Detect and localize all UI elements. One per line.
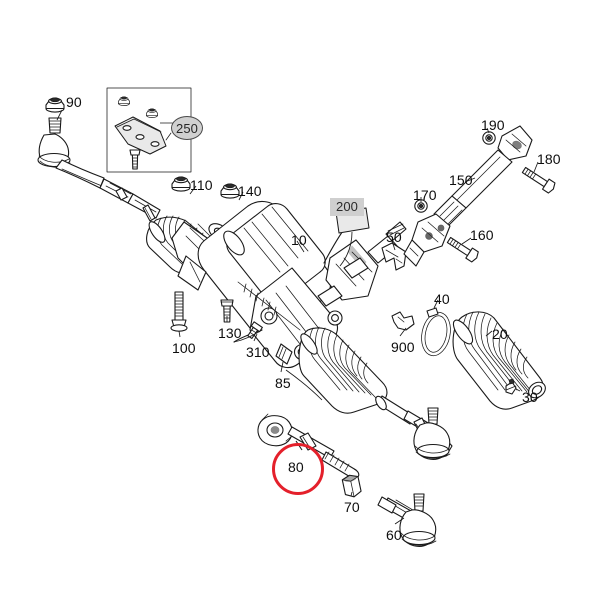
callout-label-310[interactable]: 310 xyxy=(246,344,270,360)
callout-label-90[interactable]: 90 xyxy=(66,94,82,110)
steering-rack-housing xyxy=(171,201,407,369)
boot-clamp-30 xyxy=(505,378,517,395)
lock-nut-70 xyxy=(341,474,362,498)
spacer-85 xyxy=(275,343,293,365)
bolt-160 xyxy=(446,236,479,263)
clip-bracket-50 xyxy=(381,242,407,271)
callout-label-130[interactable]: 130 xyxy=(218,325,242,341)
left-tie-rod-assembly xyxy=(37,97,161,222)
callout-label-50[interactable]: 50 xyxy=(386,229,402,245)
washer-190 xyxy=(482,131,496,145)
bolt-130 xyxy=(220,299,234,323)
callout-label-200[interactable]: 200 xyxy=(330,198,364,216)
leader-lines xyxy=(56,109,539,525)
outer-tie-rod-end-60 xyxy=(377,493,437,547)
callout-label-40[interactable]: 40 xyxy=(434,291,450,307)
long-bolt-100 xyxy=(170,291,188,332)
callout-label-85[interactable]: 85 xyxy=(275,375,291,391)
callout-label-190[interactable]: 190 xyxy=(481,117,505,133)
bolt-180 xyxy=(521,166,556,194)
nut-90 xyxy=(45,97,65,113)
callout-label-10[interactable]: 10 xyxy=(291,232,307,248)
callout-label-100[interactable]: 100 xyxy=(172,340,196,356)
lower-right-tie-rod xyxy=(403,407,453,460)
callout-label-250[interactable]: 250 xyxy=(171,116,203,140)
callout-label-30[interactable]: 30 xyxy=(522,389,538,405)
callout-label-140[interactable]: 140 xyxy=(238,183,262,199)
callout-label-80[interactable]: 80 xyxy=(288,459,304,475)
inset-bolt xyxy=(129,149,141,170)
clamp-ring-40 xyxy=(421,307,451,357)
inner-tie-rod-highlight-ring xyxy=(272,443,324,495)
nut-140 xyxy=(220,183,240,199)
intermediate-shaft-assembly xyxy=(403,125,533,267)
callout-label-150[interactable]: 150 xyxy=(449,172,473,188)
bracket-clip-900 xyxy=(391,311,415,331)
callout-label-110[interactable]: 110 xyxy=(190,177,213,193)
nut-110 xyxy=(171,176,191,192)
screw-310 xyxy=(247,321,263,340)
callout-label-170[interactable]: 170 xyxy=(413,187,437,203)
callout-label-70[interactable]: 70 xyxy=(344,499,360,515)
callout-label-900[interactable]: 900 xyxy=(391,339,415,355)
callout-label-20[interactable]: 20 xyxy=(492,326,508,342)
bellows-boot-20 xyxy=(452,311,546,410)
inner-tie-rod-part-80 xyxy=(257,413,360,480)
callout-label-60[interactable]: 60 xyxy=(386,527,402,543)
callout-label-180[interactable]: 180 xyxy=(537,151,561,167)
callout-label-160[interactable]: 160 xyxy=(470,227,494,243)
